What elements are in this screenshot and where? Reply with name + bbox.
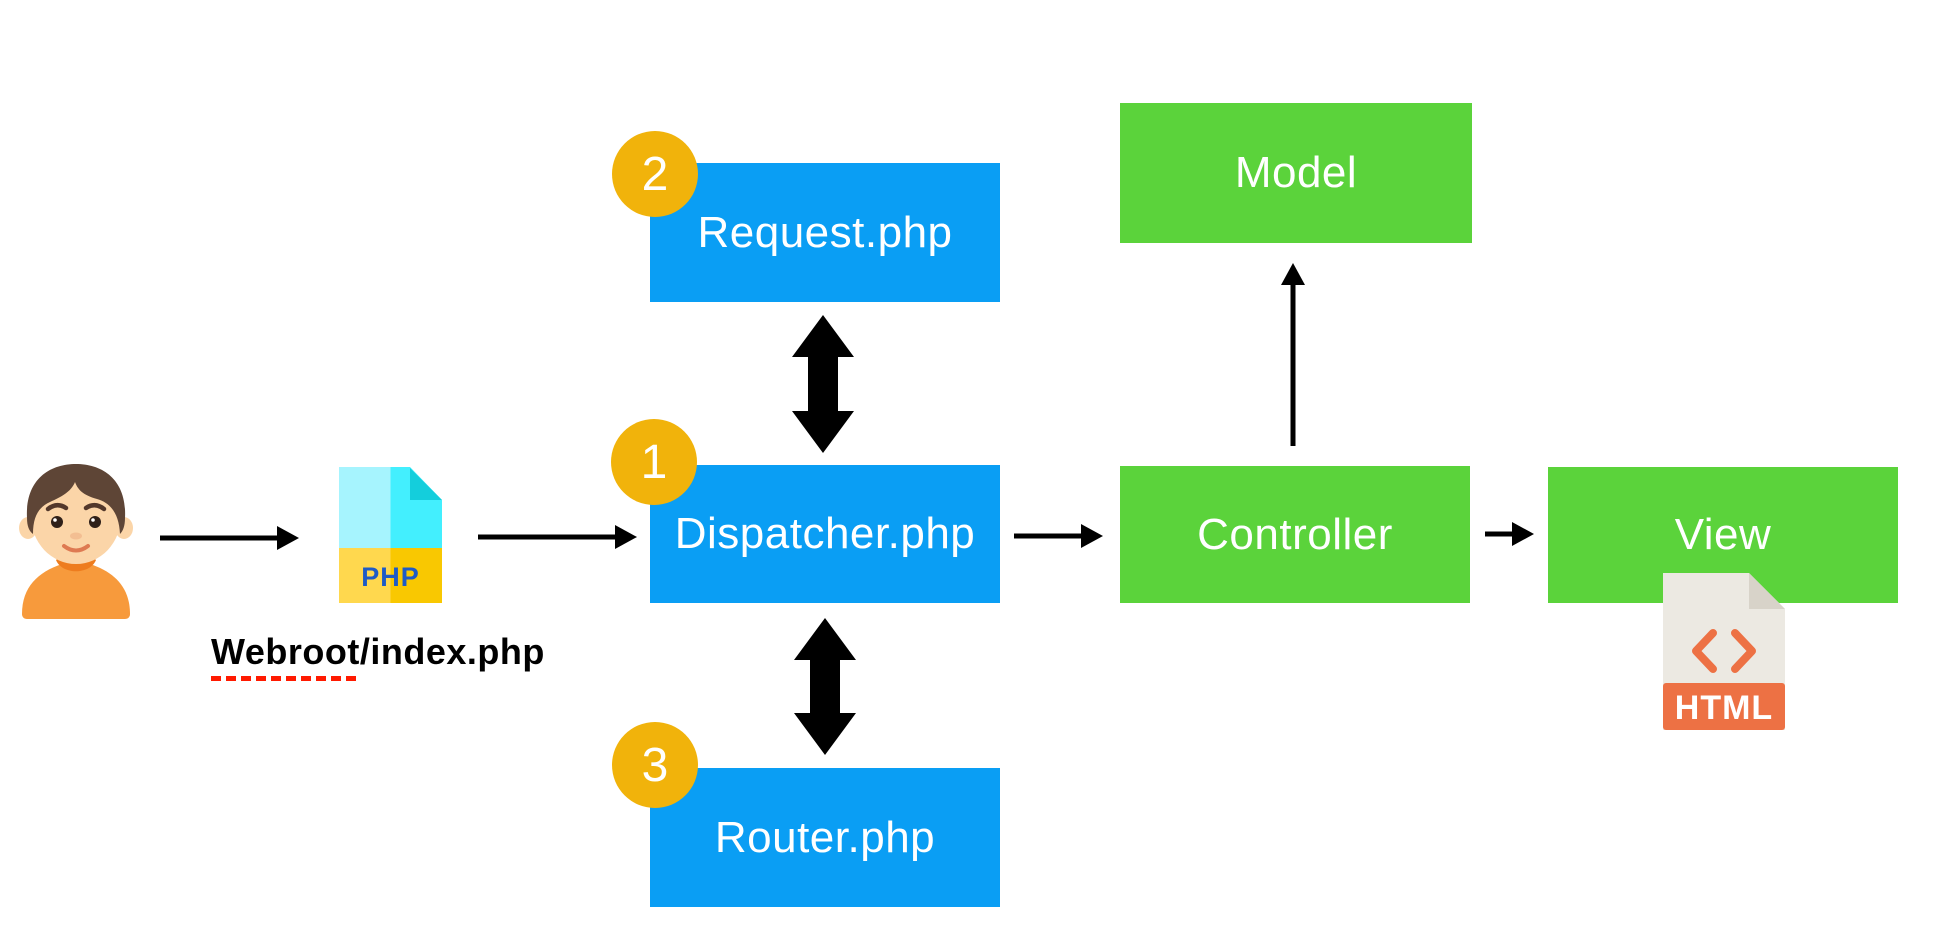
avatar-brow-left bbox=[45, 503, 69, 512]
node-model-label: Model bbox=[1234, 148, 1358, 197]
badge-step-2: 2 bbox=[612, 131, 698, 217]
html-fold-corner bbox=[1749, 573, 1785, 609]
php-file-icon: PHP bbox=[339, 467, 442, 603]
html-file-icon: HTML bbox=[1663, 573, 1785, 730]
double-arrow-dispatcher-router bbox=[794, 618, 856, 755]
arrow-controller-to-view bbox=[1485, 522, 1534, 546]
caption-underlined-part: Webroot bbox=[211, 631, 360, 681]
node-view-label: View bbox=[1674, 510, 1772, 559]
html-file-label: HTML bbox=[1675, 689, 1773, 727]
node-request-label: Request.php bbox=[697, 207, 953, 257]
arrow-controller-to-model bbox=[1281, 263, 1305, 446]
user-avatar-icon bbox=[19, 464, 133, 619]
node-controller-label: Controller bbox=[1197, 509, 1393, 559]
php-paper-left bbox=[339, 467, 391, 548]
caption-rest-part: /index.php bbox=[359, 631, 545, 672]
node-router-php: Router.php bbox=[650, 768, 1000, 907]
code-brackets-icon bbox=[1692, 629, 1756, 673]
node-request-php: Request.php bbox=[650, 163, 1000, 302]
avatar-eye-right-highlight bbox=[91, 518, 95, 522]
html-banner bbox=[1663, 683, 1785, 730]
avatar-eye-right bbox=[89, 516, 101, 528]
double-arrow-request-dispatcher bbox=[792, 315, 854, 453]
php-band-right bbox=[390, 548, 442, 603]
php-fold-corner bbox=[410, 468, 442, 500]
node-model: Model bbox=[1120, 103, 1472, 243]
avatar-brow-right bbox=[83, 503, 107, 512]
avatar-mouth bbox=[62, 544, 90, 553]
avatar-shirt bbox=[22, 564, 130, 619]
node-router-label: Router.php bbox=[714, 812, 936, 862]
avatar-eye-left-highlight bbox=[53, 518, 57, 522]
php-file-label: PHP bbox=[361, 562, 420, 592]
badge-step-1: 1 bbox=[611, 419, 697, 505]
avatar-eye-left bbox=[51, 516, 63, 528]
node-dispatcher-php: Dispatcher.php bbox=[650, 465, 1000, 603]
arrow-dispatcher-to-controller bbox=[1014, 524, 1103, 548]
avatar-hair bbox=[26, 464, 126, 534]
php-band-left bbox=[339, 548, 391, 603]
caption-webroot-index: Webroot/index.php bbox=[211, 631, 545, 681]
badge-step-1-number: 1 bbox=[640, 435, 668, 489]
arrow-user-to-index bbox=[160, 526, 299, 550]
node-controller: Controller bbox=[1120, 466, 1470, 603]
badge-step-3: 3 bbox=[612, 722, 698, 808]
node-dispatcher-label: Dispatcher.php bbox=[674, 509, 976, 558]
badge-step-3-number: 3 bbox=[641, 738, 669, 792]
avatar-nose bbox=[70, 532, 82, 540]
badge-step-2-number: 2 bbox=[641, 147, 669, 201]
arrow-index-to-dispatcher bbox=[478, 525, 637, 549]
